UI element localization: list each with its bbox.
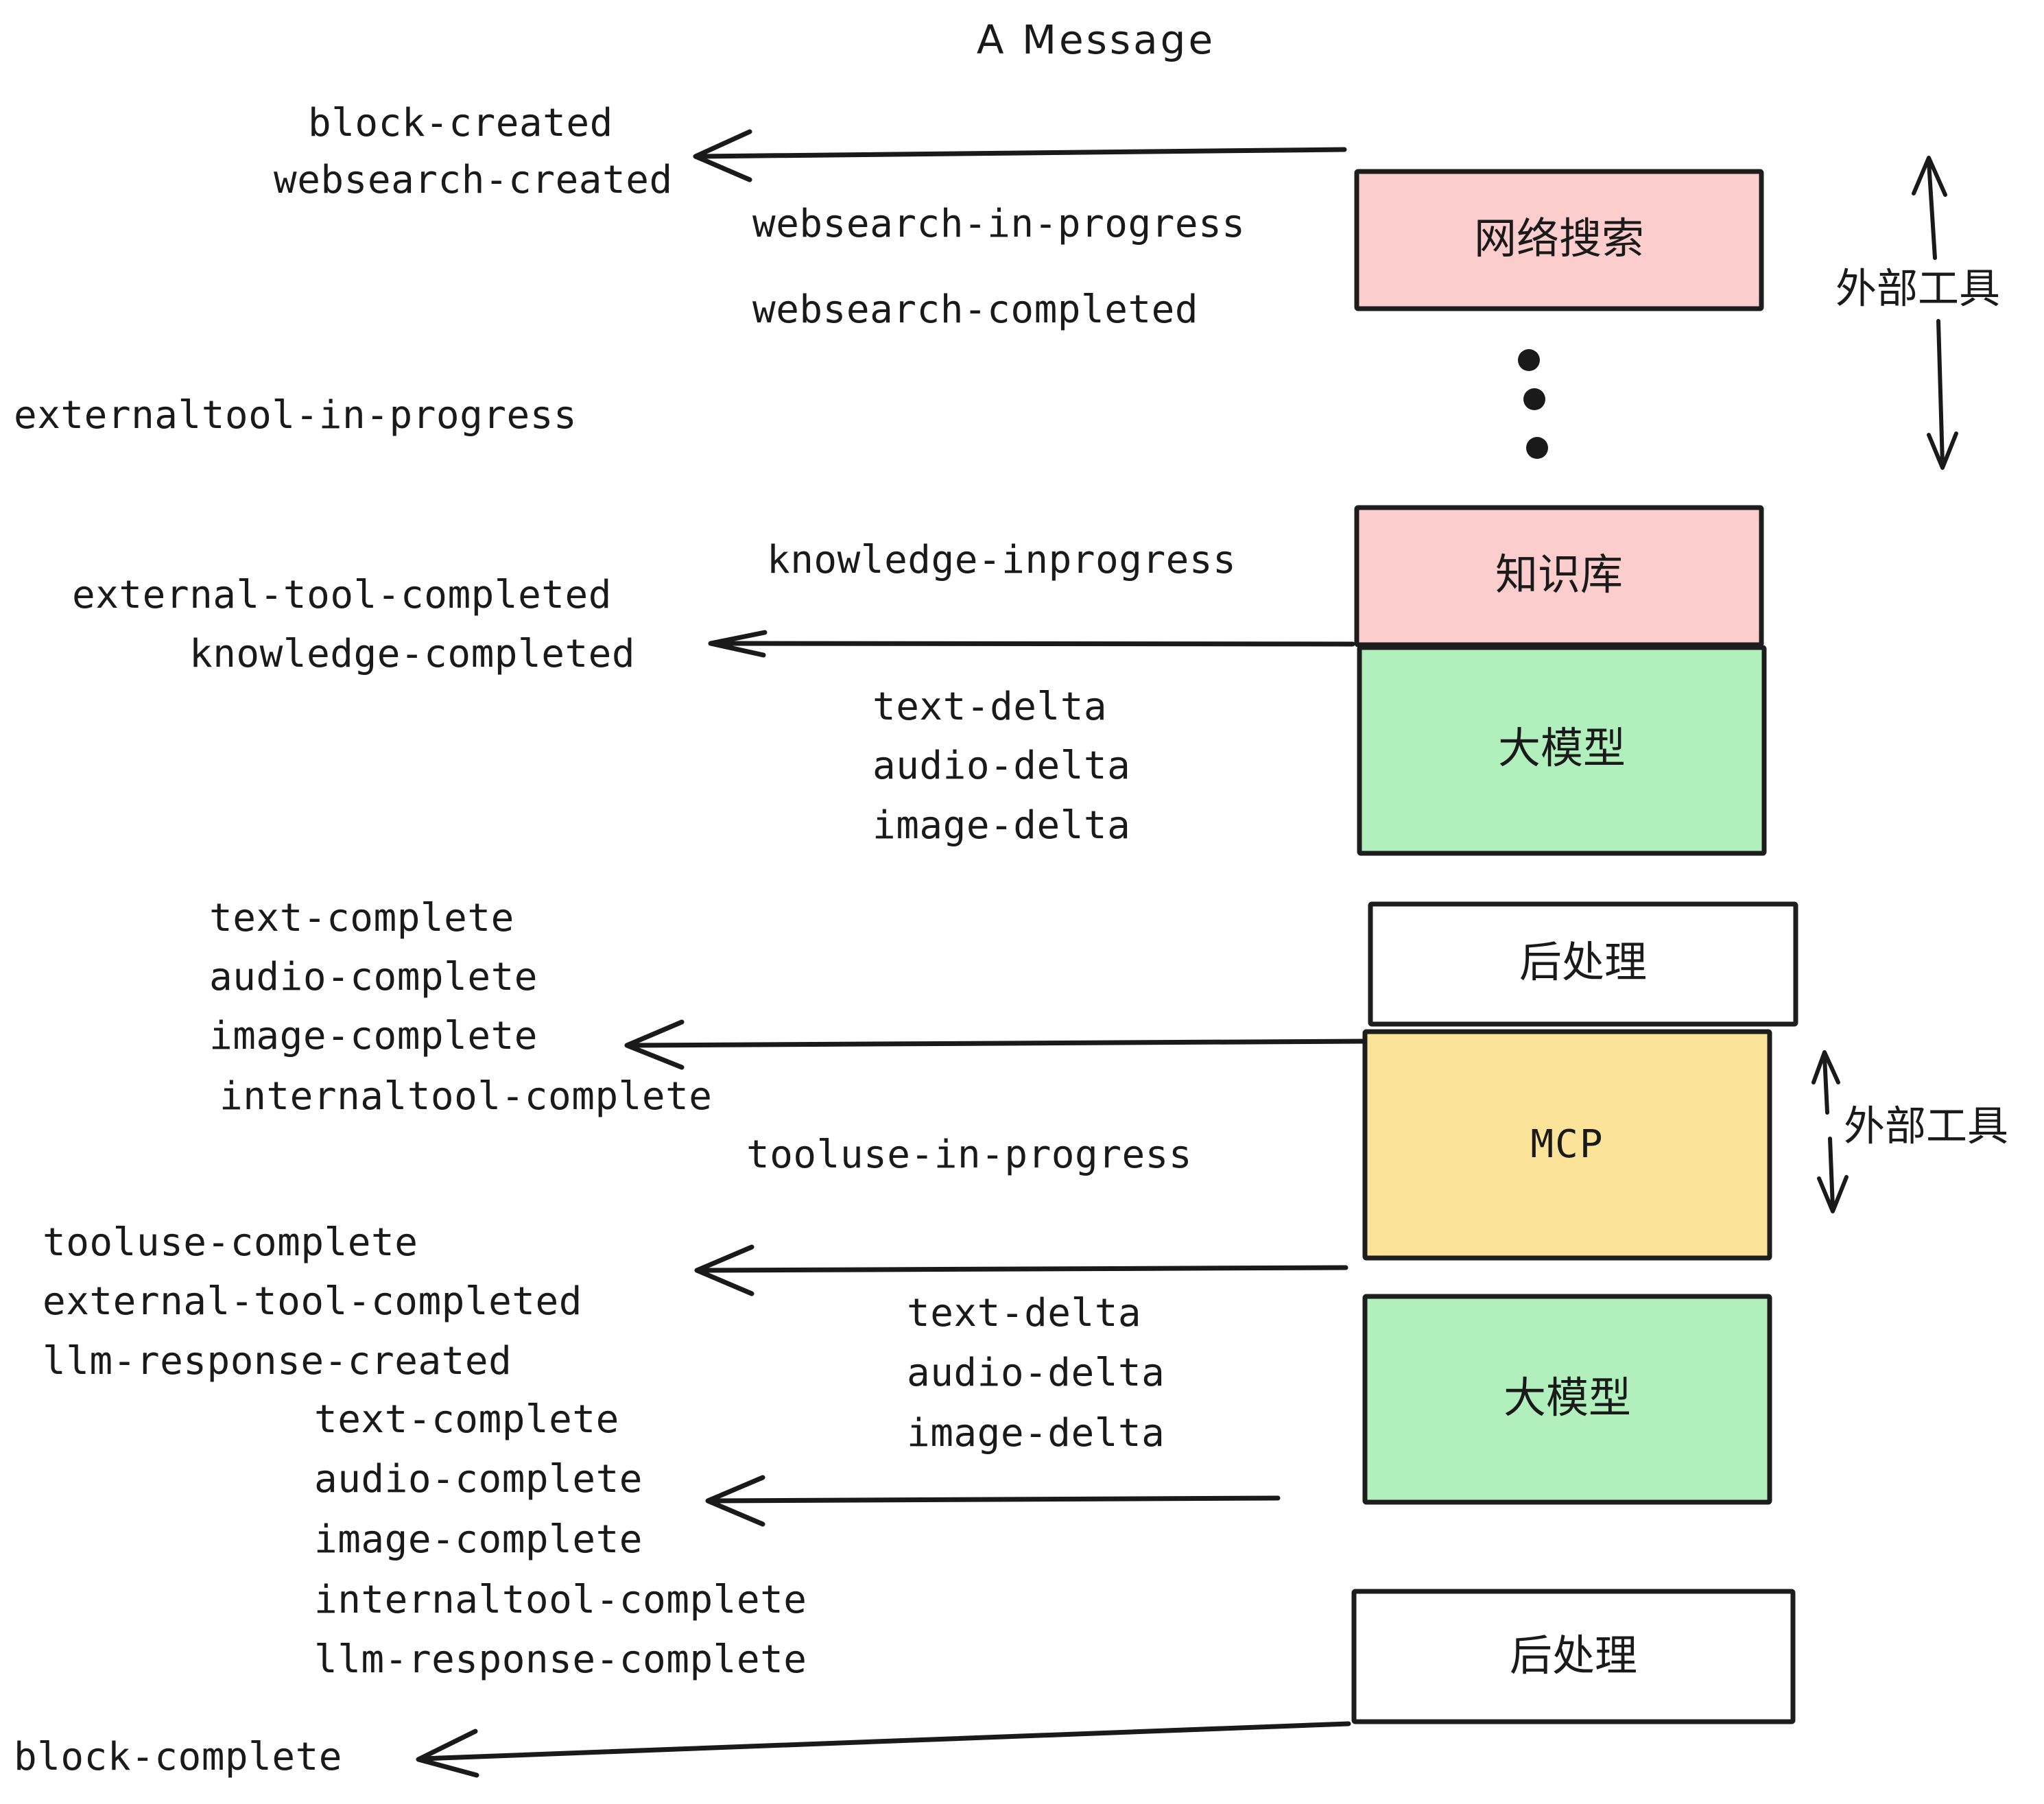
event-label-block-created: block-created xyxy=(308,101,613,145)
node-label-postprocess-1: 后处理 xyxy=(1519,937,1647,987)
arrow-image-complete xyxy=(624,1019,1368,1070)
node-label-mcp: MCP xyxy=(1530,1122,1604,1167)
external-tool-indicator-bottom xyxy=(1811,1050,1849,1213)
event-label-internaltool-complete-1: internaltool-complete xyxy=(219,1074,713,1119)
event-label-llm-response-created: llm-response-created xyxy=(43,1339,512,1384)
side-label-external-tool-bottom: 外部工具 xyxy=(1844,1103,2008,1151)
diagram-title: A Message xyxy=(977,16,1215,63)
event-label-external-tool-completed-1: external-tool-completed xyxy=(72,573,612,617)
event-label-llm-response-complete: llm-response-complete xyxy=(314,1637,807,1682)
node-label-llm-1: 大模型 xyxy=(1498,723,1626,773)
event-label-external-tool-completed-2: external-tool-completed xyxy=(43,1279,582,1324)
arrow-block-created xyxy=(693,129,1347,182)
event-label-audio-complete-1: audio-complete xyxy=(209,955,538,999)
event-label-tooluse-complete: tooluse-complete xyxy=(43,1220,418,1265)
node-label-llm-2: 大模型 xyxy=(1504,1373,1631,1423)
event-label-image-delta-2: image-delta xyxy=(907,1411,1165,1456)
event-label-externaltool-in-progress: externaltool-in-progress xyxy=(14,393,577,438)
event-label-text-delta-1: text-delta xyxy=(872,685,1107,729)
node-box-mcp xyxy=(1362,1029,1772,1261)
event-label-websearch-in-progress: websearch-in-progress xyxy=(752,202,1246,246)
node-label-knowledge: 知识库 xyxy=(1495,549,1623,600)
event-label-internaltool-complete-2: internaltool-complete xyxy=(314,1578,807,1622)
node-label-postprocess-2: 后处理 xyxy=(1510,1630,1637,1681)
event-label-text-complete-1: text-complete xyxy=(209,896,514,940)
side-label-external-tool-top: 外部工具 xyxy=(1835,265,2000,313)
event-label-image-delta-1: image-delta xyxy=(872,803,1130,848)
arrow-audio-complete xyxy=(705,1475,1281,1527)
event-label-websearch-completed: websearch-completed xyxy=(752,287,1198,332)
event-label-knowledge-completed: knowledge-completed xyxy=(189,632,635,676)
ellipsis-dot-1 xyxy=(1518,349,1540,371)
event-label-websearch-created: websearch-created xyxy=(274,158,673,202)
event-label-block-complete: block-complete xyxy=(14,1735,342,1779)
event-label-text-complete-2: text-complete xyxy=(314,1397,619,1442)
ellipsis-dot-3 xyxy=(1526,437,1548,459)
node-label-websearch: 网络搜索 xyxy=(1474,213,1644,263)
event-label-audio-delta-1: audio-delta xyxy=(872,744,1130,788)
node-box-knowledge xyxy=(1354,505,1764,648)
event-label-tooluse-in-progress: tooluse-in-progress xyxy=(746,1132,1192,1177)
external-tool-indicator-top xyxy=(1912,156,1958,470)
arrow-knowledge-completed xyxy=(708,630,1355,658)
node-box-postprocess-1 xyxy=(1368,901,1798,1027)
arrow-tooluse-complete xyxy=(694,1244,1348,1296)
event-label-image-complete-2: image-complete xyxy=(314,1517,643,1562)
arrow-block-complete xyxy=(416,1721,1351,1778)
event-label-image-complete-1: image-complete xyxy=(209,1014,538,1058)
event-label-audio-delta-2: audio-delta xyxy=(907,1351,1165,1395)
event-label-audio-complete-2: audio-complete xyxy=(314,1457,643,1502)
node-box-postprocess-2 xyxy=(1351,1589,1796,1724)
event-label-text-delta-2: text-delta xyxy=(907,1291,1141,1336)
node-box-websearch xyxy=(1354,169,1764,311)
ellipsis-dot-2 xyxy=(1523,388,1545,410)
node-box-llm-1 xyxy=(1357,645,1767,856)
event-label-knowledge-inprogress: knowledge-inprogress xyxy=(767,538,1236,582)
node-box-llm-2 xyxy=(1362,1294,1772,1505)
